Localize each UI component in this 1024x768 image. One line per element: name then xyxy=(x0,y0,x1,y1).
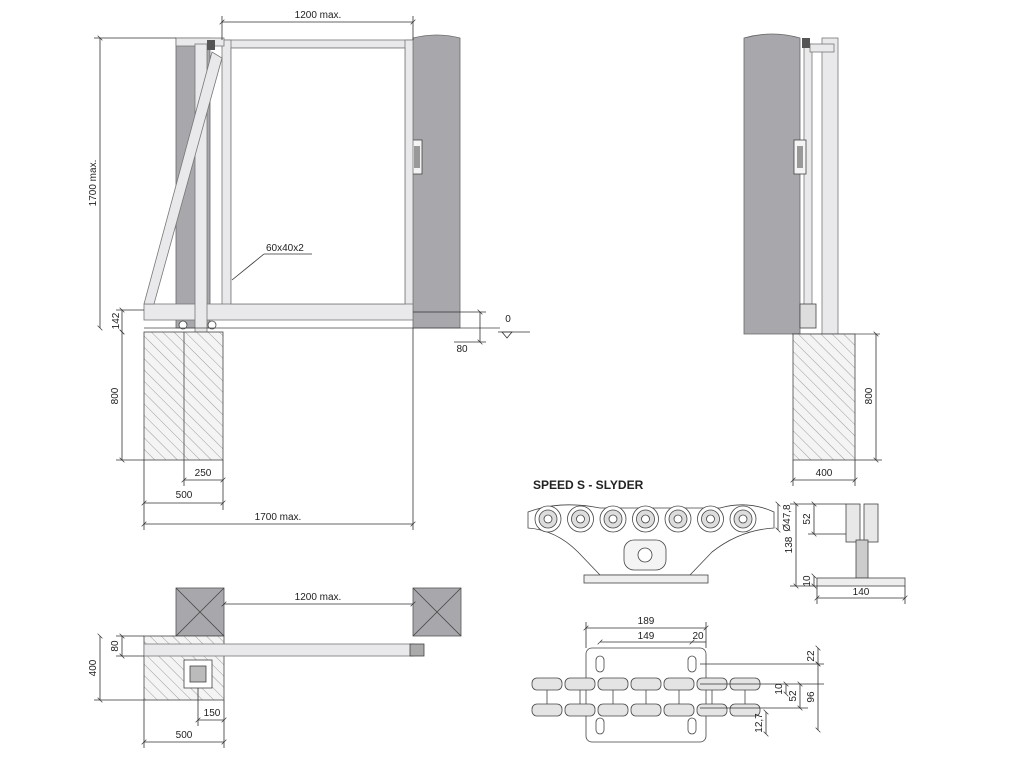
carriage-wheel xyxy=(534,505,562,533)
dim-bottom-gap: 142 xyxy=(111,312,122,329)
carriage-offset-22: 22 xyxy=(806,650,817,662)
dim-total-width: 1700 max. xyxy=(255,512,302,523)
plan-rail xyxy=(143,643,415,657)
carriage-wheel-dia: Ø47,8 xyxy=(782,504,793,532)
dim-height-max: 1700 max. xyxy=(88,160,99,207)
ground-level: 0 xyxy=(505,314,511,325)
side-dim-width: 400 xyxy=(816,468,833,479)
plan-dim-post-offset: 150 xyxy=(204,708,221,719)
right-pillar xyxy=(412,34,461,329)
carriage-hole-width: 20 xyxy=(692,631,704,642)
front-view: 1200 max. 1700 max. 60x40x2 142 0 80 xyxy=(88,10,530,530)
carriage-wheel-12-7: 12,7 xyxy=(754,713,765,733)
profile-label: 60x40x2 xyxy=(266,243,304,254)
wheel xyxy=(178,320,188,330)
carriage-wheel-plan xyxy=(564,677,596,717)
carriage-wheel xyxy=(664,505,692,533)
carriage-side: 138 52 10 140 Ø47,8 xyxy=(778,504,905,604)
carriage-wheel-plan xyxy=(531,677,563,717)
carriage-wheel-height: 52 xyxy=(802,513,813,525)
carriage-wheel xyxy=(697,505,724,533)
carriage-slot-52: 52 xyxy=(788,690,799,702)
carriage-front xyxy=(527,504,775,584)
plan-dim-rail-offset: 80 xyxy=(110,640,121,652)
plan-view: 1200 max. 80 400 150 500 xyxy=(88,587,462,748)
carriage-title: SPEED S - SLYDER xyxy=(533,478,644,492)
carriage-base-thick: 10 xyxy=(802,575,813,587)
carriage-plan: 189 149 20 22 10 52 96 12,7 xyxy=(531,616,824,743)
dim-width-max: 1200 max. xyxy=(295,10,342,21)
plan-dim-width-max: 1200 max. xyxy=(295,592,342,603)
carriage-wheel-plan xyxy=(663,677,695,717)
carriage-height: 138 xyxy=(784,536,795,553)
foundation xyxy=(143,331,224,461)
carriage-hole-spacing: 149 xyxy=(638,631,655,642)
carriage-wheel xyxy=(567,505,594,533)
carriage-wheel xyxy=(632,505,659,533)
plan-dim-depth: 400 xyxy=(88,659,99,676)
dim-foundation-width: 500 xyxy=(176,490,193,501)
diagonal-brace xyxy=(143,51,223,305)
carriage-base-width: 140 xyxy=(853,587,870,598)
carriage-plate-length: 189 xyxy=(638,616,655,627)
carriage-wheel-plan xyxy=(597,677,629,717)
dim-ground-offset: 80 xyxy=(456,344,468,355)
side-pillar xyxy=(743,33,801,335)
wheel xyxy=(207,320,217,330)
plan-dim-width: 500 xyxy=(176,730,193,741)
carriage-offset-10: 10 xyxy=(774,683,785,695)
carriage-wheel xyxy=(729,505,757,533)
carriage-wheel-plan xyxy=(630,677,662,717)
side-dim-depth: 800 xyxy=(864,387,875,404)
dim-foundation-depth: 800 xyxy=(110,387,121,404)
side-foundation xyxy=(792,333,856,461)
carriage-total-96: 96 xyxy=(806,691,817,703)
carriage-detail: SPEED S - SLYDER 138 52 1 xyxy=(527,478,905,743)
dim-foundation-offset: 250 xyxy=(195,468,212,479)
side-view: 800 400 xyxy=(743,33,882,486)
carriage-wheel xyxy=(599,505,627,533)
